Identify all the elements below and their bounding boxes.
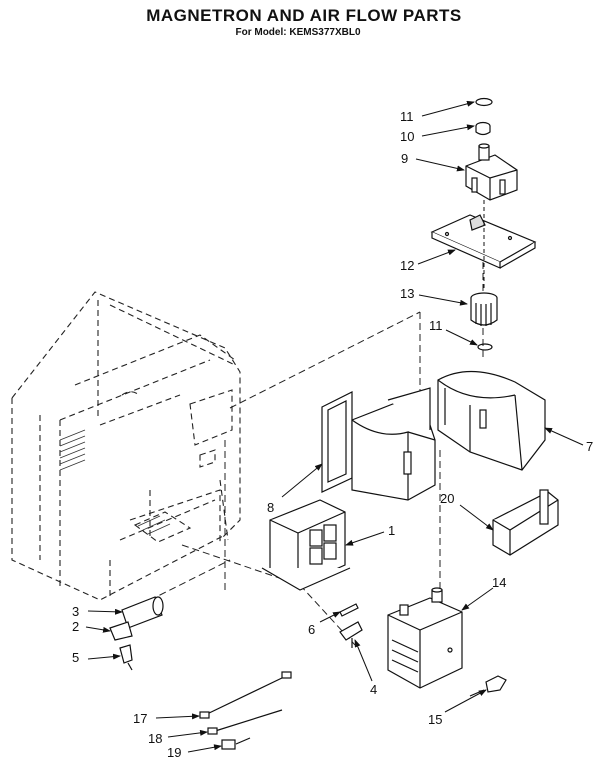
callout-7: 7 xyxy=(544,427,593,454)
callout-12: 12 xyxy=(400,249,456,273)
callout-label: 5 xyxy=(72,650,79,665)
callout-label: 1 xyxy=(388,523,395,538)
callout-label: 11 xyxy=(429,318,443,333)
air-duct-shape xyxy=(437,370,546,471)
callout-label: 10 xyxy=(400,129,414,144)
callout-label: 12 xyxy=(400,258,414,273)
callout-13: 13 xyxy=(400,286,468,306)
fuse-shape xyxy=(339,603,359,617)
duct-front-shape xyxy=(351,387,436,501)
mounting-bracket-shape xyxy=(492,489,559,556)
callout-label: 17 xyxy=(133,711,147,726)
callout-8: 8 xyxy=(267,463,323,515)
ring-washer-bottom-shape xyxy=(477,343,493,351)
ring-washer-top-shape xyxy=(475,97,493,107)
callout-5: 5 xyxy=(72,650,121,665)
callout-label: 2 xyxy=(72,619,79,634)
callout-11-top: 11 xyxy=(400,100,475,124)
cap-nut-shape xyxy=(475,121,491,136)
callout-3: 3 xyxy=(72,604,123,619)
callout-17: 17 xyxy=(133,711,200,726)
oven-cabinet-outline xyxy=(11,291,241,601)
thermal-cutout-shape xyxy=(469,675,507,697)
callout-19: 19 xyxy=(167,744,222,760)
callout-6: 6 xyxy=(308,611,341,637)
callout-4: 4 xyxy=(354,639,377,697)
callout-label: 4 xyxy=(370,682,377,697)
callout-label: 8 xyxy=(267,500,274,515)
page-subtitle: For Model: KEMS377XBL0 xyxy=(235,27,361,38)
callout-18: 18 xyxy=(148,729,208,746)
callout-label: 15 xyxy=(428,712,442,727)
wire-harnesses xyxy=(199,671,292,750)
callout-label: 3 xyxy=(72,604,79,619)
callout-label: 20 xyxy=(440,491,454,506)
transformer-cover-shape xyxy=(321,391,353,493)
cabinet-vent-grille xyxy=(59,429,171,535)
transformer-shape xyxy=(261,499,351,591)
callout-label: 11 xyxy=(400,109,414,124)
callout-label: 9 xyxy=(401,151,408,166)
magnetron-shape xyxy=(387,587,463,689)
callout-20: 20 xyxy=(440,491,494,531)
callout-label: 18 xyxy=(148,731,162,746)
callout-14: 14 xyxy=(461,575,506,611)
callout-15: 15 xyxy=(428,689,487,727)
callout-11-bottom: 11 xyxy=(429,318,478,346)
callout-2: 2 xyxy=(72,619,111,634)
fan-motor-shape xyxy=(465,143,518,201)
fuse-holder-shape xyxy=(339,621,363,648)
callout-label: 13 xyxy=(400,286,414,301)
callout-label: 19 xyxy=(167,745,181,760)
callout-label: 6 xyxy=(308,622,315,637)
page-title: MAGNETRON AND AIR FLOW PARTS xyxy=(146,6,462,25)
capacitor-shape xyxy=(109,596,164,671)
callout-10: 10 xyxy=(400,124,475,144)
callout-label: 14 xyxy=(492,575,506,590)
callout-9: 9 xyxy=(401,151,465,172)
callout-label: 7 xyxy=(586,439,593,454)
callout-1: 1 xyxy=(345,523,395,546)
fan-blade-shape xyxy=(470,292,498,326)
